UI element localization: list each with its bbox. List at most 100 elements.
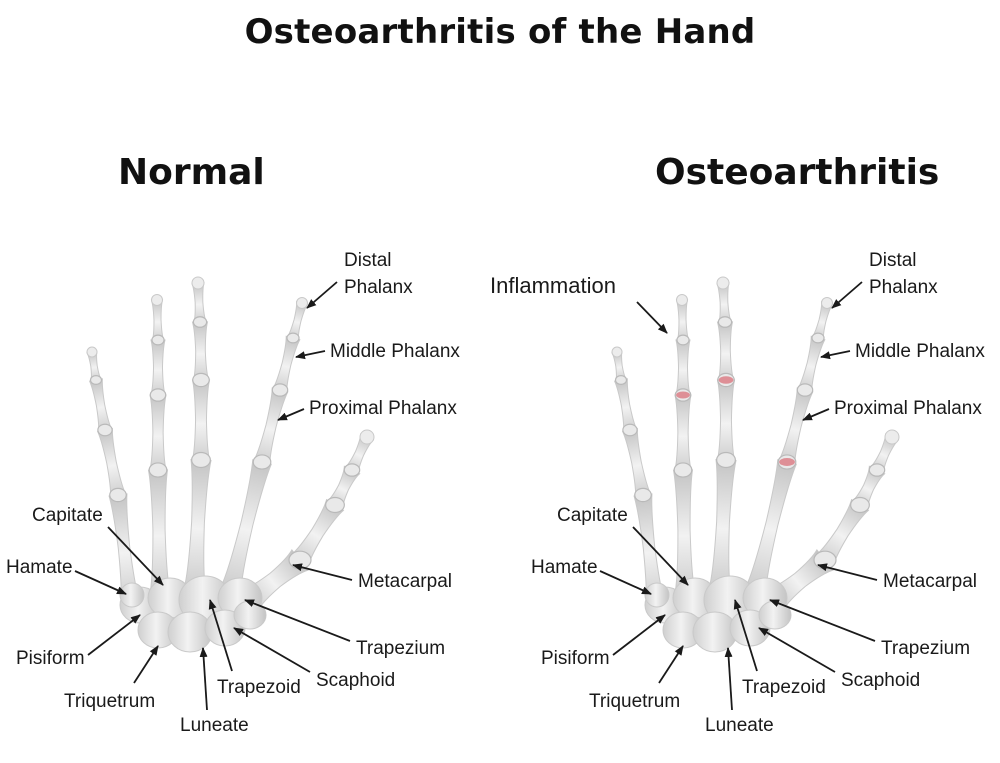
distal-label-line2: Phalanx: [869, 277, 938, 298]
capitate-label: Capitate: [557, 505, 628, 526]
little-joint-2: [622, 423, 638, 437]
metacarpal-label-arrow: [817, 563, 878, 581]
index-joint-3: [811, 332, 825, 344]
thumb-tip: [884, 429, 900, 445]
pisiform-label: Pisiform: [16, 648, 85, 669]
index-bone-0: [747, 459, 797, 588]
inflammation-mark: [779, 458, 795, 466]
inflammation-label: Inflammation: [490, 273, 616, 298]
middle-phalanx-label: Middle Phalanx: [330, 341, 460, 362]
hamate-label-arrow: [74, 570, 127, 595]
thumb-joint-3: [343, 463, 361, 477]
metacarpal-label: Metacarpal: [358, 571, 452, 592]
ring-tip: [151, 294, 163, 306]
index-bone-1: [253, 387, 289, 465]
carpal-bone-8: [119, 582, 145, 608]
index-joint-1: [252, 454, 272, 470]
little-bone-0: [108, 493, 140, 602]
ring-bone-1: [674, 394, 692, 471]
normal-heading: Normal: [118, 152, 265, 193]
little-joint-1: [109, 487, 127, 503]
middle-phalanx-label-arrow: [820, 350, 851, 360]
index-joint-2: [271, 383, 289, 397]
carpal-bone-7: [758, 600, 792, 630]
hamate-label: Hamate: [531, 557, 598, 578]
carpal-bone-7: [233, 600, 267, 630]
ring-bone-0: [147, 469, 171, 591]
little-bone-2: [613, 378, 638, 432]
middle-bone-2: [191, 321, 210, 381]
trapezium-label-arrow: [244, 599, 351, 642]
ring-joint-1: [673, 462, 693, 478]
pisiform-label-arrow: [87, 614, 141, 656]
little-joint-2: [97, 423, 113, 437]
carpal-bone-8: [644, 582, 670, 608]
middle-bone-0: [709, 458, 737, 587]
inflammation-mark: [718, 376, 734, 384]
little-bone-1: [621, 427, 652, 498]
little-bone-0: [633, 493, 665, 602]
ring-joint-3: [676, 334, 690, 346]
capitate-label: Capitate: [32, 505, 103, 526]
luneate-label-arrow: [199, 647, 208, 711]
little-tip: [86, 346, 98, 358]
proximal-phalanx-label: Proximal Phalanx: [834, 398, 982, 419]
distal-label-line1: Distal: [344, 250, 392, 271]
distal-arrow: [306, 281, 338, 309]
index-bone-2: [272, 335, 301, 393]
middle-joint-2: [192, 372, 210, 388]
little-joint-1: [634, 487, 652, 503]
triquetrum-label: Triquetrum: [589, 691, 680, 712]
middle-joint-1: [191, 451, 211, 469]
ring-joint-2: [149, 388, 167, 402]
middle-phalanx-label-arrow: [295, 350, 326, 360]
inflammation-mark: [676, 391, 690, 399]
osteoarthritis-hand: [611, 276, 900, 653]
scaphoid-label: Scaphoid: [316, 670, 395, 691]
middle-bone-1: [191, 379, 211, 461]
index-tip: [296, 297, 308, 309]
metacarpal-label: Metacarpal: [883, 571, 977, 592]
normal-hand: [86, 276, 375, 653]
middle-joint-3: [192, 316, 208, 328]
trapezium-label: Trapezium: [881, 638, 970, 659]
scaphoid-label-arrow: [233, 627, 311, 673]
middle-bone-0: [184, 458, 212, 587]
metacarpal-label-arrow: [292, 563, 353, 581]
luneate-label: Luneate: [180, 715, 249, 736]
pisiform-label: Pisiform: [541, 648, 610, 669]
ring-joint-3: [151, 334, 165, 346]
osteoarthritis-heading: Osteoarthritis: [655, 152, 940, 193]
thumb-bone-1: [815, 498, 870, 567]
capitate-label-arrow: [632, 526, 689, 586]
scaphoid-label-arrow: [758, 627, 836, 673]
middle-phalanx-label: Middle Phalanx: [855, 341, 985, 362]
luneate-label: Luneate: [705, 715, 774, 736]
proximal-phalanx-label: Proximal Phalanx: [309, 398, 457, 419]
index-joint-3: [286, 332, 300, 344]
thumb-joint-2: [325, 496, 345, 514]
trapezoid-label-arrow: [733, 599, 758, 672]
triquetrum-label-arrow: [658, 645, 684, 684]
ring-bone-2: [675, 339, 691, 396]
distal-arrow: [831, 281, 863, 309]
inflammation-label-arrow: [636, 301, 668, 334]
middle-tip: [191, 276, 205, 290]
triquetrum-label: Triquetrum: [64, 691, 155, 712]
luneate-label-arrow: [724, 647, 733, 711]
middle-bone-2: [716, 321, 735, 381]
little-tip: [611, 346, 623, 358]
trapezium-label-arrow: [769, 599, 876, 642]
middle-joint-3: [717, 316, 733, 328]
trapezoid-label: Trapezoid: [742, 677, 826, 698]
trapezoid-label-arrow: [208, 599, 233, 672]
page-title: Osteoarthritis of the Hand: [244, 12, 756, 52]
trapezoid-label: Trapezoid: [217, 677, 301, 698]
thumb-tip: [359, 429, 375, 445]
hamate-label-arrow: [599, 570, 652, 595]
index-joint-2: [796, 383, 814, 397]
ring-bone-2: [150, 339, 166, 396]
little-joint-3: [89, 375, 103, 386]
middle-joint-1: [716, 451, 736, 469]
